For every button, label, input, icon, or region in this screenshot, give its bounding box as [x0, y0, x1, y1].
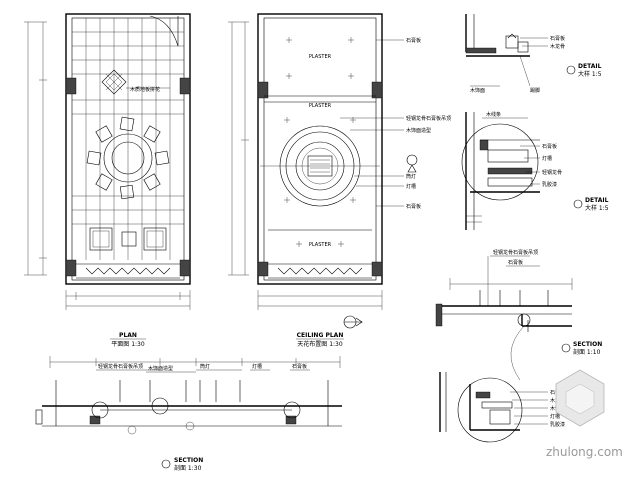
- section-bottom-leader-2: 木饰面造型: [148, 365, 173, 372]
- ceiling-plan-scale: 天花布置图 1:30: [297, 340, 343, 348]
- detail-b: 木线条 石膏板 灯槽 轻钢龙骨 乳胶漆 DETAIL 大样 1:5: [461, 111, 609, 230]
- section-right-title: SECTION: [573, 341, 602, 348]
- lounge-armchairs: [89, 227, 167, 251]
- detail-b-leader-2: 石膏板: [542, 143, 557, 150]
- section-bottom-leader-3: 筒灯: [200, 363, 210, 370]
- section-bottom-scale: 剖面 1:30: [174, 464, 202, 472]
- section-right-leader-1: 轻钢龙骨石膏板吊顶: [493, 249, 538, 256]
- section-bottom-leader-4: 灯槽: [252, 363, 262, 370]
- watermark-text: zhulong.com: [546, 445, 623, 459]
- ceiling-leader-1: 石膏板: [406, 37, 421, 44]
- detail-a-title: DETAIL: [578, 63, 602, 70]
- round-dining-table: [86, 116, 170, 200]
- floor-diamond-inlay: [101, 69, 127, 95]
- ceiling-leader-2: 轻钢龙骨石膏板吊顶: [406, 115, 451, 122]
- detail-b-leader-5: 乳胶漆: [542, 181, 557, 188]
- plan-view: 木质地板拼花: [24, 13, 191, 348]
- ceiling-plan-view: PLASTER PLASTER PLASTER: [228, 13, 451, 348]
- detail-c-leader-4: 灯槽: [550, 413, 560, 420]
- detail-a-leader-4: 踢脚: [530, 87, 540, 94]
- section-right: 轻钢龙骨石膏板吊顶 石膏板 SECTION 剖面 1:10: [435, 249, 602, 381]
- ceiling-round-feature: [260, 125, 380, 207]
- north-arrow-icon: [343, 315, 363, 329]
- section-right-leader-2: 石膏板: [508, 259, 523, 266]
- watermark-logo: zhulong.com: [546, 369, 623, 459]
- plan-title: PLAN: [119, 332, 137, 339]
- detail-b-leader-4: 轻钢龙骨: [542, 169, 562, 176]
- detail-a-leader-1: 石膏板: [550, 35, 565, 42]
- detail-b-leader-3: 灯槽: [542, 155, 552, 162]
- section-right-scale: 剖面 1:10: [573, 348, 601, 356]
- detail-b-title: DETAIL: [585, 197, 609, 204]
- ceiling-downlights: [284, 37, 356, 247]
- detail-a-scale: 大样 1:5: [578, 70, 602, 78]
- ceiling-leader-3: 木饰面造型: [406, 127, 431, 134]
- detail-a-leader-2: 木龙骨: [550, 43, 565, 50]
- ceiling-room-label-mid: PLASTER: [309, 103, 332, 109]
- ceiling-leader-6: 石膏板: [406, 203, 421, 210]
- detail-b-leader-1: 木线条: [486, 111, 501, 118]
- plan-center-note: 木质地板拼花: [130, 86, 160, 93]
- section-bottom-title: SECTION: [174, 457, 203, 464]
- ceiling-leader-5: 灯槽: [406, 183, 416, 190]
- section-bottom-leader-1: 轻钢龙骨石膏板吊顶: [98, 363, 143, 370]
- ceiling-leader-notes: 石膏板 轻钢龙骨石膏板吊顶 木饰面造型 筒灯 灯槽 石膏板: [340, 37, 451, 210]
- section-bottom: 轻钢龙骨石膏板吊顶 木饰面造型 筒灯 灯槽 石膏板 SECTION 剖面 1:3…: [35, 356, 342, 472]
- detail-a: 石膏板 木龙骨 木饰面 踢脚 DETAIL 大样 1:5: [465, 14, 602, 94]
- ceiling-room-label-top: PLASTER: [309, 54, 332, 60]
- ceiling-plan-title: CEILING PLAN: [297, 332, 344, 339]
- detail-c-leader-5: 乳胶漆: [550, 421, 565, 428]
- detail-a-leader-3: 木饰面: [470, 87, 485, 94]
- ceiling-room-label-bot: PLASTER: [309, 242, 332, 248]
- plan-scale: 平面图 1:30: [111, 341, 145, 348]
- section-bottom-leader-5: 石膏板: [292, 363, 307, 370]
- ceiling-leader-4: 筒灯: [406, 173, 416, 180]
- floor-tile-grid: [72, 18, 184, 260]
- section-marker-icon: [406, 154, 418, 166]
- detail-b-scale: 大样 1:5: [585, 204, 609, 212]
- detail-c: 石膏板 木龙骨 木饰面 灯槽 乳胶漆: [439, 372, 565, 443]
